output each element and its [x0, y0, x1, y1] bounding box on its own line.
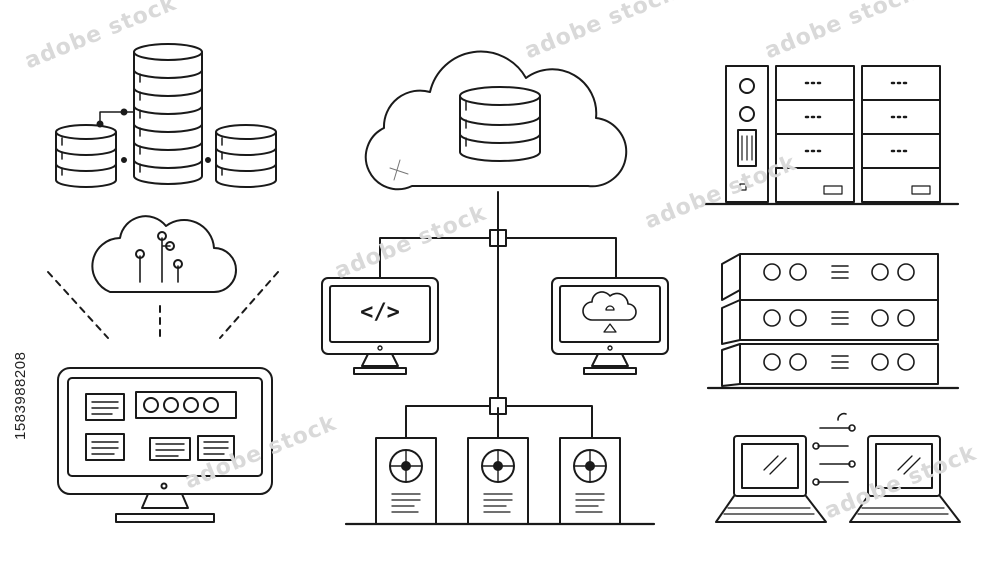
network-hierarchy-diagram: </>: [321, 191, 669, 526]
gauge-cabinet-left: [375, 437, 437, 525]
cloud-database-icon: [364, 50, 628, 191]
sync-links: [812, 412, 856, 486]
laptop-right: [849, 435, 961, 523]
laptop-sync-icon: [715, 412, 961, 523]
cloud-network-icon: [47, 215, 279, 339]
stock-id-label: 1583988208: [12, 351, 29, 440]
database-stack-icon: [55, 43, 277, 188]
gauge-cabinet-center: [467, 437, 529, 525]
cloud-upload-monitor: [551, 277, 669, 375]
server-rack-icon: [702, 65, 960, 206]
code-monitor: </>: [321, 277, 439, 375]
rack-units-icon: [706, 253, 960, 390]
laptop-left: [715, 435, 827, 523]
gauge-cabinet-right: [559, 437, 621, 525]
database-left-stack: [55, 124, 117, 188]
desktop-dashboard-icon: [57, 367, 273, 523]
database-tall-stack: [133, 43, 203, 185]
database-right-stack: [215, 124, 277, 188]
code-symbol: </>: [360, 300, 400, 325]
